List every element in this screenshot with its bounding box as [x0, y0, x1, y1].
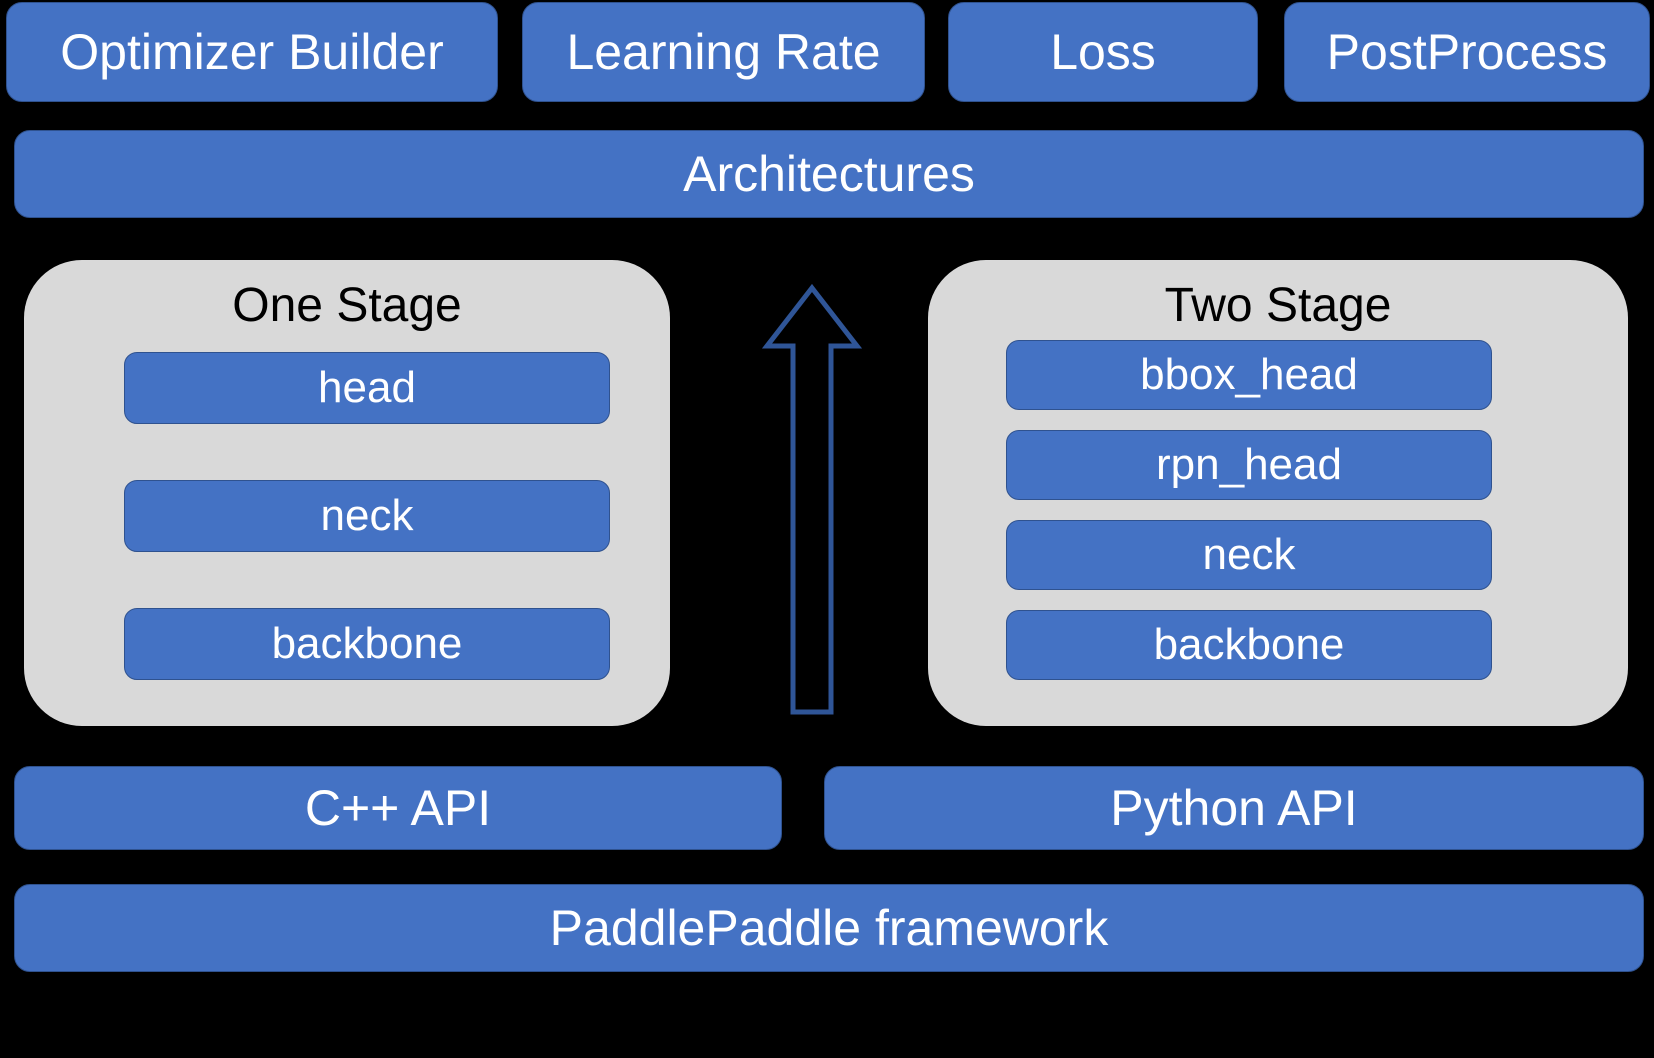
top-box-optimizer-builder-label: Optimizer Builder	[60, 23, 444, 80]
module-box-two-stage-neck-label: neck	[1202, 529, 1296, 579]
top-box-loss[interactable]: Loss	[948, 2, 1258, 102]
module-box-two-stage-neck[interactable]: neck	[1006, 520, 1492, 590]
top-box-loss-label: Loss	[1050, 23, 1156, 80]
module-box-two-stage-backbone-label: backbone	[1153, 619, 1345, 669]
architectures-bar[interactable]: Architectures	[14, 130, 1644, 218]
architectures-bar-label: Architectures	[683, 145, 975, 202]
module-box-one-stage-neck-label: neck	[320, 490, 414, 540]
api-box-python[interactable]: Python API	[824, 766, 1644, 850]
flow-arrow-up-icon	[762, 283, 862, 715]
top-box-learning-rate[interactable]: Learning Rate	[522, 2, 925, 102]
module-box-two-stage-bbox-head-label: bbox_head	[1140, 349, 1358, 399]
top-box-learning-rate-label: Learning Rate	[566, 23, 881, 80]
module-box-two-stage-rpn-head[interactable]: rpn_head	[1006, 430, 1492, 500]
stage-title-two-stage: Two Stage	[1164, 279, 1392, 332]
module-box-one-stage-neck[interactable]: neck	[124, 480, 610, 552]
top-box-optimizer-builder[interactable]: Optimizer Builder	[6, 2, 498, 102]
module-box-two-stage-backbone[interactable]: backbone	[1006, 610, 1492, 680]
module-box-one-stage-backbone[interactable]: backbone	[124, 608, 610, 680]
stage-title-one-stage: One Stage	[232, 279, 462, 332]
module-box-two-stage-rpn-head-label: rpn_head	[1156, 439, 1342, 489]
framework-bar[interactable]: PaddlePaddle framework	[14, 884, 1644, 972]
module-box-two-stage-bbox-head[interactable]: bbox_head	[1006, 340, 1492, 410]
top-box-postprocess-label: PostProcess	[1326, 23, 1608, 80]
module-box-one-stage-head-label: head	[318, 362, 416, 412]
api-box-cpp[interactable]: C++ API	[14, 766, 782, 850]
top-box-postprocess[interactable]: PostProcess	[1284, 2, 1650, 102]
framework-bar-label: PaddlePaddle framework	[549, 899, 1109, 956]
module-box-one-stage-head[interactable]: head	[124, 352, 610, 424]
api-box-cpp-label: C++ API	[304, 779, 492, 836]
flow-arrow-up	[762, 282, 862, 716]
api-box-python-label: Python API	[1110, 779, 1358, 836]
module-box-one-stage-backbone-label: backbone	[271, 618, 463, 668]
